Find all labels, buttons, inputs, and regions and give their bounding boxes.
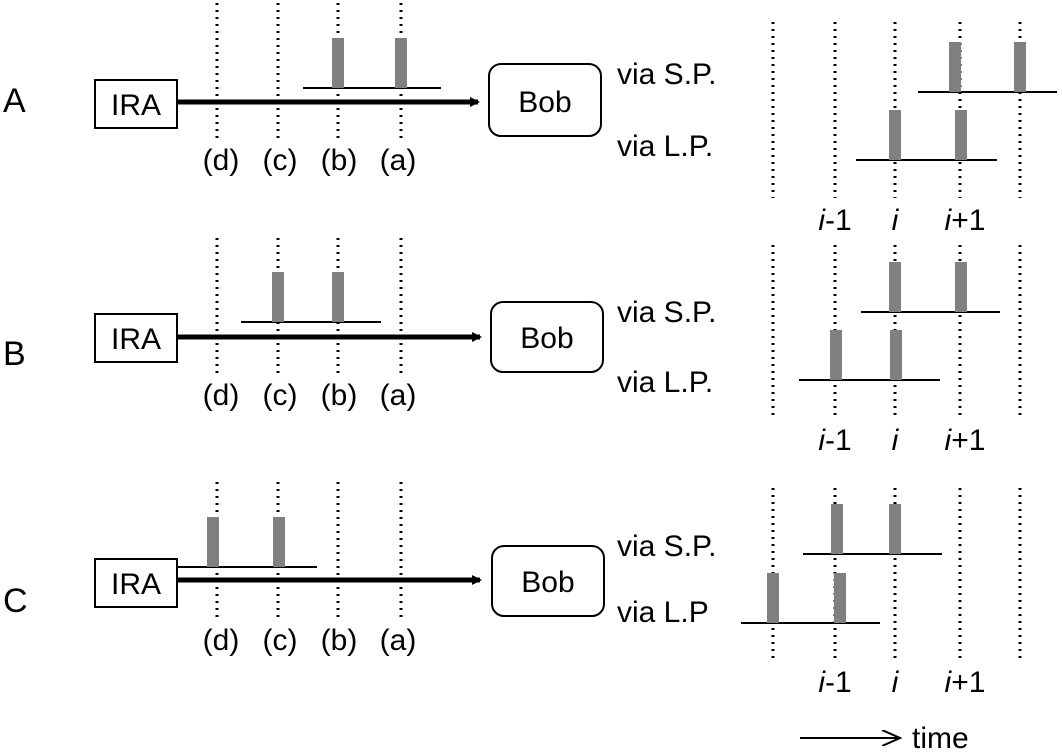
ira-box bbox=[94, 558, 178, 608]
row-label: B bbox=[3, 335, 26, 373]
bob-box bbox=[488, 63, 602, 137]
position-lines bbox=[215, 238, 403, 374]
row-a: A IRA Bob (d) (c) (b) (a) via S.P. via L… bbox=[3, 3, 1057, 237]
time-label-i: i bbox=[892, 666, 900, 699]
lp-pulse-2 bbox=[890, 330, 902, 380]
time-label-i-plus-1: i+1 bbox=[945, 666, 986, 699]
lp-pulse-2 bbox=[955, 110, 967, 160]
time-label-i: i bbox=[892, 424, 900, 457]
row-label: C bbox=[3, 582, 28, 620]
sp-pulse-2 bbox=[889, 504, 901, 554]
pulse-b bbox=[332, 272, 344, 322]
position-lines bbox=[215, 3, 403, 140]
via-long-path-label: via L.P bbox=[617, 596, 709, 629]
row-label: A bbox=[3, 82, 26, 120]
pulse-b bbox=[332, 38, 344, 88]
sp-pulse-1 bbox=[949, 42, 961, 92]
lp-pulse-1 bbox=[889, 110, 901, 160]
position-label-b: (b) bbox=[321, 144, 358, 177]
position-label-b: (b) bbox=[321, 624, 358, 657]
ira-label: IRA bbox=[111, 89, 161, 122]
position-label-c: (c) bbox=[263, 144, 298, 177]
position-label-d: (d) bbox=[203, 624, 240, 657]
pulse-c bbox=[273, 517, 285, 567]
via-short-path-label: via S.P. bbox=[617, 58, 717, 91]
time-label-i: i bbox=[892, 204, 900, 237]
sp-pulse-1 bbox=[831, 504, 843, 554]
time-label-i-minus-1: i-1 bbox=[818, 204, 851, 237]
position-label-a: (a) bbox=[380, 379, 417, 412]
time-axis: time bbox=[800, 722, 969, 752]
position-label-c: (c) bbox=[263, 624, 298, 657]
position-lines bbox=[215, 482, 403, 620]
ira-label: IRA bbox=[111, 323, 161, 356]
time-label-i-minus-1: i-1 bbox=[818, 424, 851, 457]
via-short-path-label: via S.P. bbox=[617, 296, 717, 329]
bob-label: Bob bbox=[520, 322, 573, 355]
sp-pulse-1 bbox=[889, 262, 901, 312]
pulse-c bbox=[272, 272, 284, 322]
via-short-path-label: via S.P. bbox=[617, 530, 717, 563]
position-label-d: (d) bbox=[203, 379, 240, 412]
position-label-c: (c) bbox=[263, 379, 298, 412]
lp-pulse-1 bbox=[767, 573, 779, 623]
time-label-i-minus-1: i-1 bbox=[818, 666, 851, 699]
ira-box bbox=[94, 79, 178, 129]
time-axis-label: time bbox=[912, 722, 969, 752]
position-label-d: (d) bbox=[203, 144, 240, 177]
row-c: C IRA Bob (d) (c) (b) (a) via S.P. via L… bbox=[3, 482, 1022, 699]
position-label-a: (a) bbox=[380, 144, 417, 177]
sp-pulse-2 bbox=[1014, 42, 1026, 92]
pulse-d bbox=[207, 517, 219, 567]
sp-pulse-2 bbox=[955, 262, 967, 312]
bob-box bbox=[490, 301, 604, 373]
lp-pulse-2 bbox=[834, 573, 846, 623]
bob-label: Bob bbox=[518, 86, 571, 119]
via-long-path-label: via L.P. bbox=[617, 130, 713, 163]
ira-label: IRA bbox=[111, 568, 161, 601]
position-label-b: (b) bbox=[321, 379, 358, 412]
bob-label: Bob bbox=[521, 566, 574, 599]
bob-box bbox=[491, 545, 605, 617]
pulse-a bbox=[395, 38, 407, 88]
position-label-a: (a) bbox=[380, 624, 417, 657]
time-label-i-plus-1: i+1 bbox=[945, 204, 986, 237]
via-long-path-label: via L.P. bbox=[617, 366, 713, 399]
time-label-i-plus-1: i+1 bbox=[945, 424, 986, 457]
lp-pulse-1 bbox=[830, 330, 842, 380]
row-b: B IRA Bob (d) (c) (b) (a) via S.P. via L… bbox=[3, 238, 1022, 457]
